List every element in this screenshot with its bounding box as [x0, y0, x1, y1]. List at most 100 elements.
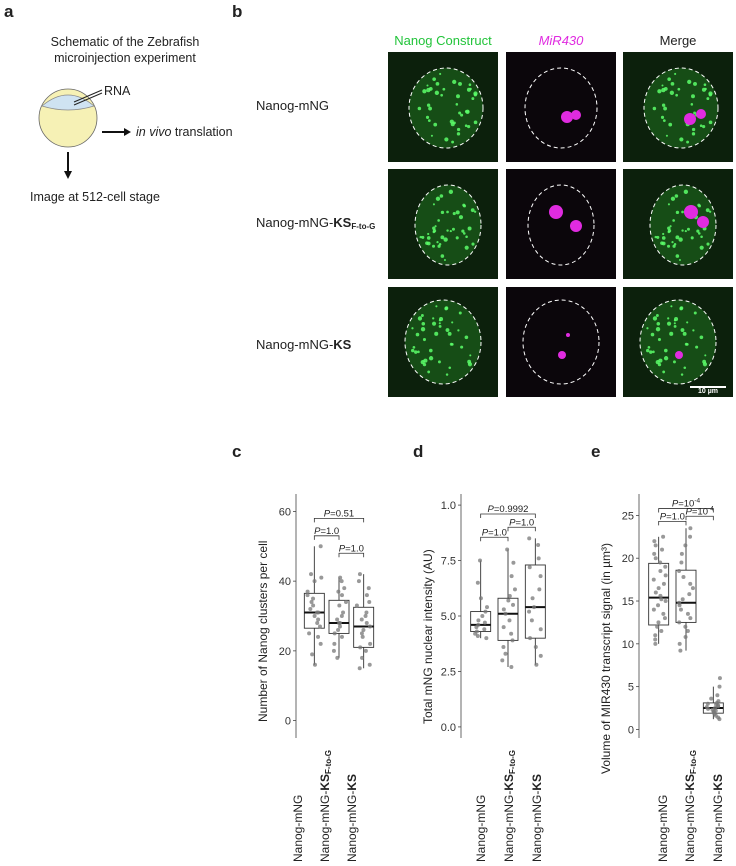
rna-label: RNA	[104, 84, 131, 98]
category-label-c-2: Nanog-mNG-KSF-to-G	[318, 749, 333, 862]
box	[470, 611, 492, 632]
nanog-cluster	[672, 360, 676, 364]
nanog-cluster	[468, 83, 472, 87]
nanog-cluster	[435, 305, 438, 308]
data-point	[364, 620, 369, 625]
data-point	[528, 636, 533, 641]
data-point	[678, 607, 683, 612]
comparison-bracket	[507, 526, 536, 532]
p-value-label: P=10-4	[686, 505, 715, 517]
nanog-cluster	[670, 196, 676, 201]
nanog-cluster	[668, 122, 673, 127]
nanog-cluster	[420, 314, 424, 317]
data-point	[663, 564, 668, 569]
nanog-cluster	[686, 140, 690, 144]
data-point	[305, 589, 310, 594]
data-point	[527, 565, 532, 570]
nanog-cluster	[427, 232, 430, 236]
ylabel-c: Number of Nanog clusters per cell	[256, 540, 270, 722]
nanog-cluster	[708, 120, 713, 125]
data-point	[484, 636, 489, 641]
data-point	[339, 634, 344, 639]
panel-label-c: c	[232, 442, 242, 461]
data-point	[690, 586, 695, 591]
data-point	[339, 579, 344, 584]
nanog-cluster	[473, 210, 477, 213]
data-point	[503, 651, 508, 656]
data-point	[482, 620, 487, 625]
nanog-cluster	[465, 109, 470, 114]
data-point	[363, 648, 368, 653]
nanog-cluster	[438, 319, 442, 322]
data-point	[715, 693, 720, 698]
embryo-schematic	[38, 88, 131, 179]
nanog-cluster	[448, 189, 454, 194]
data-point	[533, 645, 538, 650]
data-point	[342, 586, 347, 591]
data-point	[368, 641, 373, 646]
nanog-cluster	[469, 354, 472, 357]
nanog-cluster	[426, 84, 429, 87]
data-point	[315, 620, 320, 625]
nanog-cluster	[686, 227, 690, 231]
nanog-cluster	[439, 72, 442, 76]
nanog-cluster	[681, 229, 684, 232]
data-point	[538, 574, 543, 579]
data-point	[663, 573, 668, 578]
nanog-cluster	[439, 194, 444, 198]
data-point	[677, 620, 682, 625]
nanog-cluster	[700, 235, 703, 239]
p-value-label: P=0.51	[324, 508, 354, 519]
nanog-cluster	[426, 236, 431, 240]
category-label-c-3: Nanog-mNG-KS	[345, 773, 359, 862]
nanog-cluster	[706, 242, 710, 246]
nanog-cluster	[417, 316, 423, 321]
nanog-cluster	[649, 350, 653, 354]
data-point	[357, 572, 362, 577]
nanog-cluster	[440, 235, 445, 240]
nanog-cluster	[433, 122, 438, 127]
data-point	[505, 547, 510, 552]
nanog-cluster	[432, 226, 436, 230]
nanog-cluster	[436, 241, 439, 244]
category-label-d-2: Nanog-mNG-KSF-to-G	[502, 749, 517, 862]
data-point	[679, 560, 684, 565]
data-point	[474, 629, 479, 634]
data-point	[318, 544, 323, 549]
nanog-cluster	[669, 331, 674, 336]
nanog-cluster	[661, 241, 666, 246]
data-point	[309, 600, 314, 605]
data-point	[341, 610, 346, 615]
arrow-down-head	[64, 171, 72, 179]
nanog-cluster	[452, 79, 457, 84]
data-point	[336, 589, 341, 594]
nanog-cluster	[422, 338, 427, 342]
nanog-cluster	[667, 226, 671, 230]
nanog-cluster	[437, 219, 440, 222]
data-point	[656, 620, 661, 625]
nanog-cluster	[446, 210, 449, 214]
nanog-cluster	[673, 319, 677, 322]
data-point	[482, 627, 487, 632]
nanog-cluster	[426, 103, 431, 107]
data-point	[680, 597, 685, 602]
y-tick-label: 1.0	[441, 500, 456, 512]
data-point	[336, 627, 341, 632]
nanog-cluster	[446, 229, 449, 232]
box	[328, 599, 350, 634]
nanog-cluster	[661, 236, 666, 240]
data-point	[687, 592, 692, 597]
data-point	[683, 624, 688, 629]
data-point	[358, 645, 363, 650]
category-label-e-2: Nanog-mNG-KSF-to-G	[683, 749, 698, 862]
p-value-label: P=1.0	[339, 543, 364, 554]
data-point	[652, 539, 657, 544]
nanog-cluster	[449, 229, 452, 233]
nanog-cluster	[458, 81, 462, 86]
data-point	[677, 569, 682, 574]
nanog-cluster	[670, 81, 675, 86]
data-point	[478, 596, 483, 601]
data-point	[343, 600, 348, 605]
